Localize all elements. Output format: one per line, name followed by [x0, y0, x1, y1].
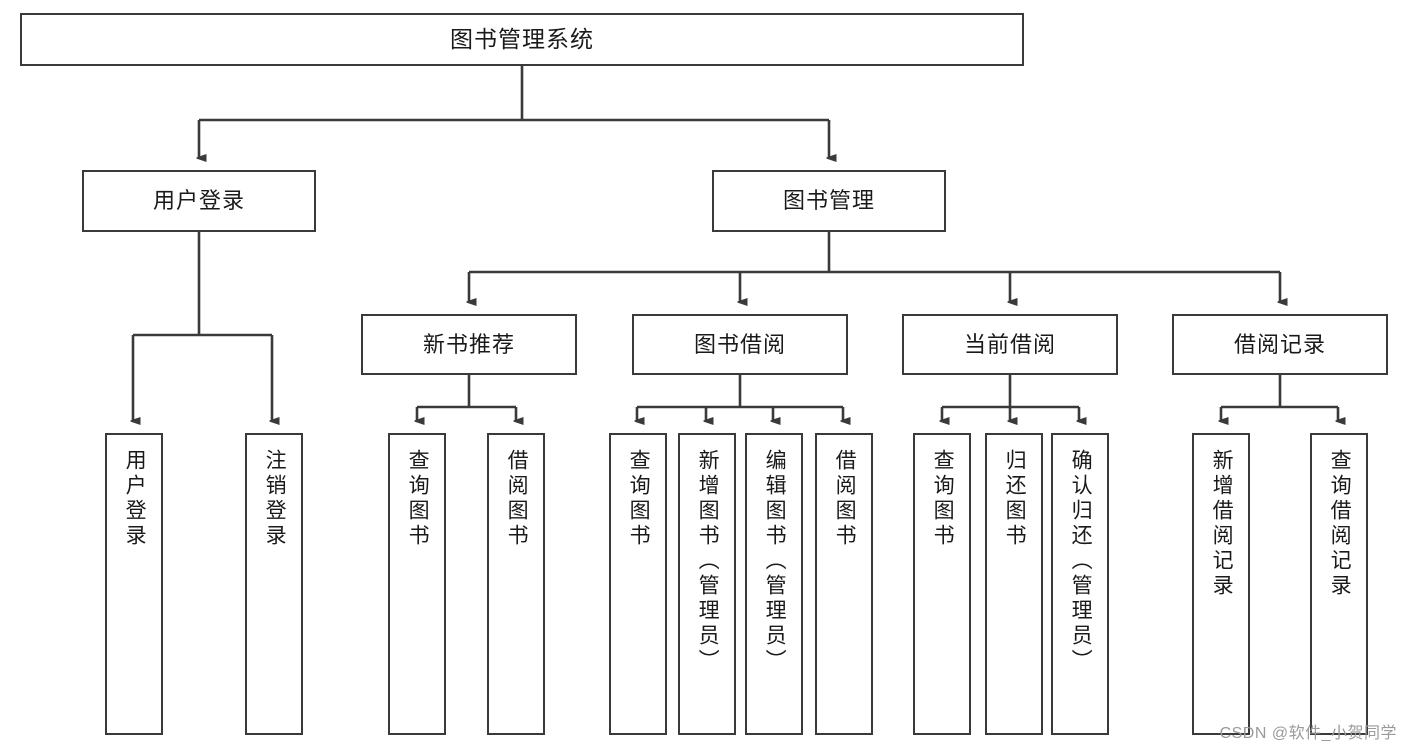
node-book-management[interactable]: 图书管理	[712, 170, 946, 232]
leaf-confirm-return-admin-label: 确认归还（管理员）	[1069, 449, 1093, 674]
node-root-label: 图书管理系统	[450, 26, 594, 53]
node-borrow-record-label: 借阅记录	[1233, 331, 1326, 357]
leaf-query-borrow-record-label: 查询借阅记录	[1328, 449, 1352, 599]
node-current-borrow[interactable]: 当前借阅	[902, 314, 1118, 375]
leaf-return-book-label: 归还图书	[1003, 449, 1027, 549]
leaf-borrow-book-recommendation[interactable]: 借阅图书	[487, 433, 545, 735]
leaf-borrow-book-recommendation-label: 借阅图书	[505, 449, 529, 549]
node-user-login[interactable]: 用户登录	[82, 170, 316, 232]
node-user-login-label: 用户登录	[152, 188, 245, 214]
leaf-query-book-borrow-label: 查询图书	[627, 449, 651, 549]
node-root[interactable]: 图书管理系统	[20, 13, 1024, 66]
node-new-book-recommendation-label: 新书推荐	[422, 331, 515, 357]
node-new-book-recommendation[interactable]: 新书推荐	[361, 314, 577, 375]
node-book-borrow-label: 图书借阅	[693, 331, 786, 357]
leaf-edit-book-admin[interactable]: 编辑图书（管理员）	[745, 433, 803, 735]
node-current-borrow-label: 当前借阅	[963, 331, 1056, 357]
leaf-return-book[interactable]: 归还图书	[985, 433, 1043, 735]
leaf-borrow-book[interactable]: 借阅图书	[815, 433, 873, 735]
leaf-query-book-current[interactable]: 查询图书	[913, 433, 971, 735]
leaf-logout-label: 注销登录	[263, 449, 287, 549]
leaf-query-book-recommendation-label: 查询图书	[406, 449, 430, 549]
node-book-management-label: 图书管理	[782, 188, 875, 214]
leaf-confirm-return-admin[interactable]: 确认归还（管理员）	[1051, 433, 1109, 735]
csdn-watermark: CSDN @软件_小贺同学	[1219, 725, 1397, 742]
leaf-add-book-admin-label: 新增图书（管理员）	[696, 449, 720, 674]
leaf-add-book-admin[interactable]: 新增图书（管理员）	[678, 433, 736, 735]
leaf-user-login-label: 用户登录	[123, 449, 147, 549]
leaf-query-book-current-label: 查询图书	[931, 449, 955, 549]
leaf-user-login[interactable]: 用户登录	[105, 433, 163, 735]
leaf-add-borrow-record[interactable]: 新增借阅记录	[1192, 433, 1250, 735]
leaf-borrow-book-label: 借阅图书	[833, 449, 857, 549]
leaf-query-borrow-record[interactable]: 查询借阅记录	[1310, 433, 1368, 735]
leaf-query-book-recommendation[interactable]: 查询图书	[388, 433, 446, 735]
node-book-borrow[interactable]: 图书借阅	[632, 314, 848, 375]
leaf-edit-book-admin-label: 编辑图书（管理员）	[763, 449, 787, 674]
leaf-logout[interactable]: 注销登录	[245, 433, 303, 735]
leaf-add-borrow-record-label: 新增借阅记录	[1210, 449, 1234, 599]
leaf-query-book-borrow[interactable]: 查询图书	[609, 433, 667, 735]
node-borrow-record[interactable]: 借阅记录	[1172, 314, 1388, 375]
